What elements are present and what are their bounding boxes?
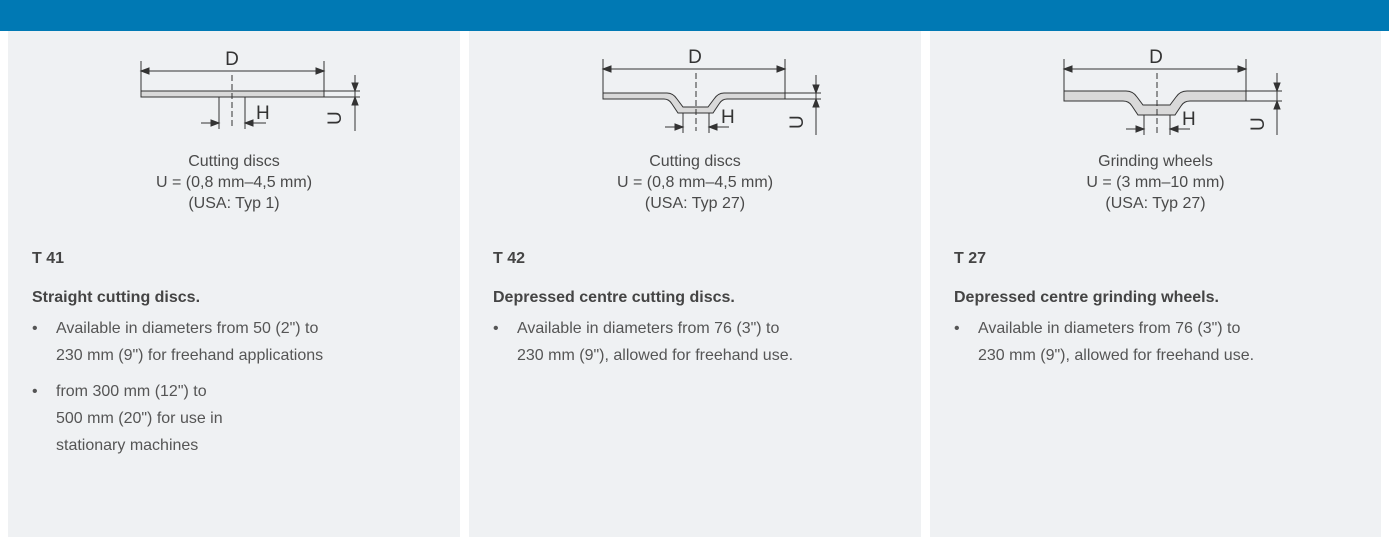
product-code: T 41 [32,250,65,267]
product-panel-t41: D H U Cutting discs U = (0,8 mm–4,5 mm) … [8,31,460,537]
depressed-disc-diagram: D H U [601,47,821,135]
list-item: Available in diameters from 50 (2") to 2… [32,315,323,369]
product-code: T 27 [954,250,987,267]
feature-list: Available in diameters from 76 (3") to 2… [954,315,1254,378]
disc-diagram: D H U [930,39,1381,149]
grinding-wheel-diagram: D H U [1062,47,1282,135]
list-item: from 300 mm (12") to 500 mm (20") for us… [32,378,323,459]
caption-thickness: U = (3 mm–10 mm) [1086,174,1225,191]
caption-usa-type: (USA: Typ 27) [1105,195,1206,212]
disc-caption: Cutting discs U = (0,8 mm–4,5 mm) (USA: … [469,151,921,214]
diameter-label: D [225,49,239,70]
disc-diagram: D H U [8,39,460,149]
disc-caption: Cutting discs U = (0,8 mm–4,5 mm) (USA: … [8,151,460,214]
product-heading: Depressed centre cutting discs. [493,289,735,306]
caption-type: Cutting discs [649,153,741,170]
thickness-label: U [1248,117,1269,131]
bore-label: H [256,103,270,124]
feature-list: Available in diameters from 50 (2") to 2… [32,315,323,468]
disc-diagram: D H U [469,39,921,149]
caption-usa-type: (USA: Typ 27) [644,195,746,212]
top-header-bar [0,0,1389,31]
straight-disc-diagram: D H U [139,49,360,131]
bore-label: H [1182,109,1196,130]
list-item: Available in diameters from 76 (3") to 2… [493,315,793,369]
product-code: T 42 [493,250,526,267]
product-panel-t27: D H U Grinding wheels U = (3 mm–10 mm) (… [930,31,1381,537]
disc-caption: Grinding wheels U = (3 mm–10 mm) (USA: T… [930,151,1381,214]
caption-thickness: U = (0,8 mm–4,5 mm) [616,174,774,191]
caption-type: Grinding wheels [1098,153,1213,170]
caption-thickness: U = (0,8 mm–4,5 mm) [155,174,313,191]
bore-label: H [721,107,735,128]
feature-list: Available in diameters from 76 (3") to 2… [493,315,793,378]
caption-usa-type: (USA: Typ 1) [188,195,280,212]
product-heading: Straight cutting discs. [32,289,201,306]
product-panel-t42: D H U Cutting discs U = (0,8 mm–4,5 mm) … [469,31,921,537]
diameter-label: D [688,47,702,68]
product-heading: Depressed centre grinding wheels. [954,289,1219,306]
list-item: Available in diameters from 76 (3") to 2… [954,315,1254,369]
caption-type: Cutting discs [188,153,280,170]
diameter-label: D [1149,47,1163,68]
thickness-label: U [325,111,346,125]
thickness-label: U [787,115,808,129]
